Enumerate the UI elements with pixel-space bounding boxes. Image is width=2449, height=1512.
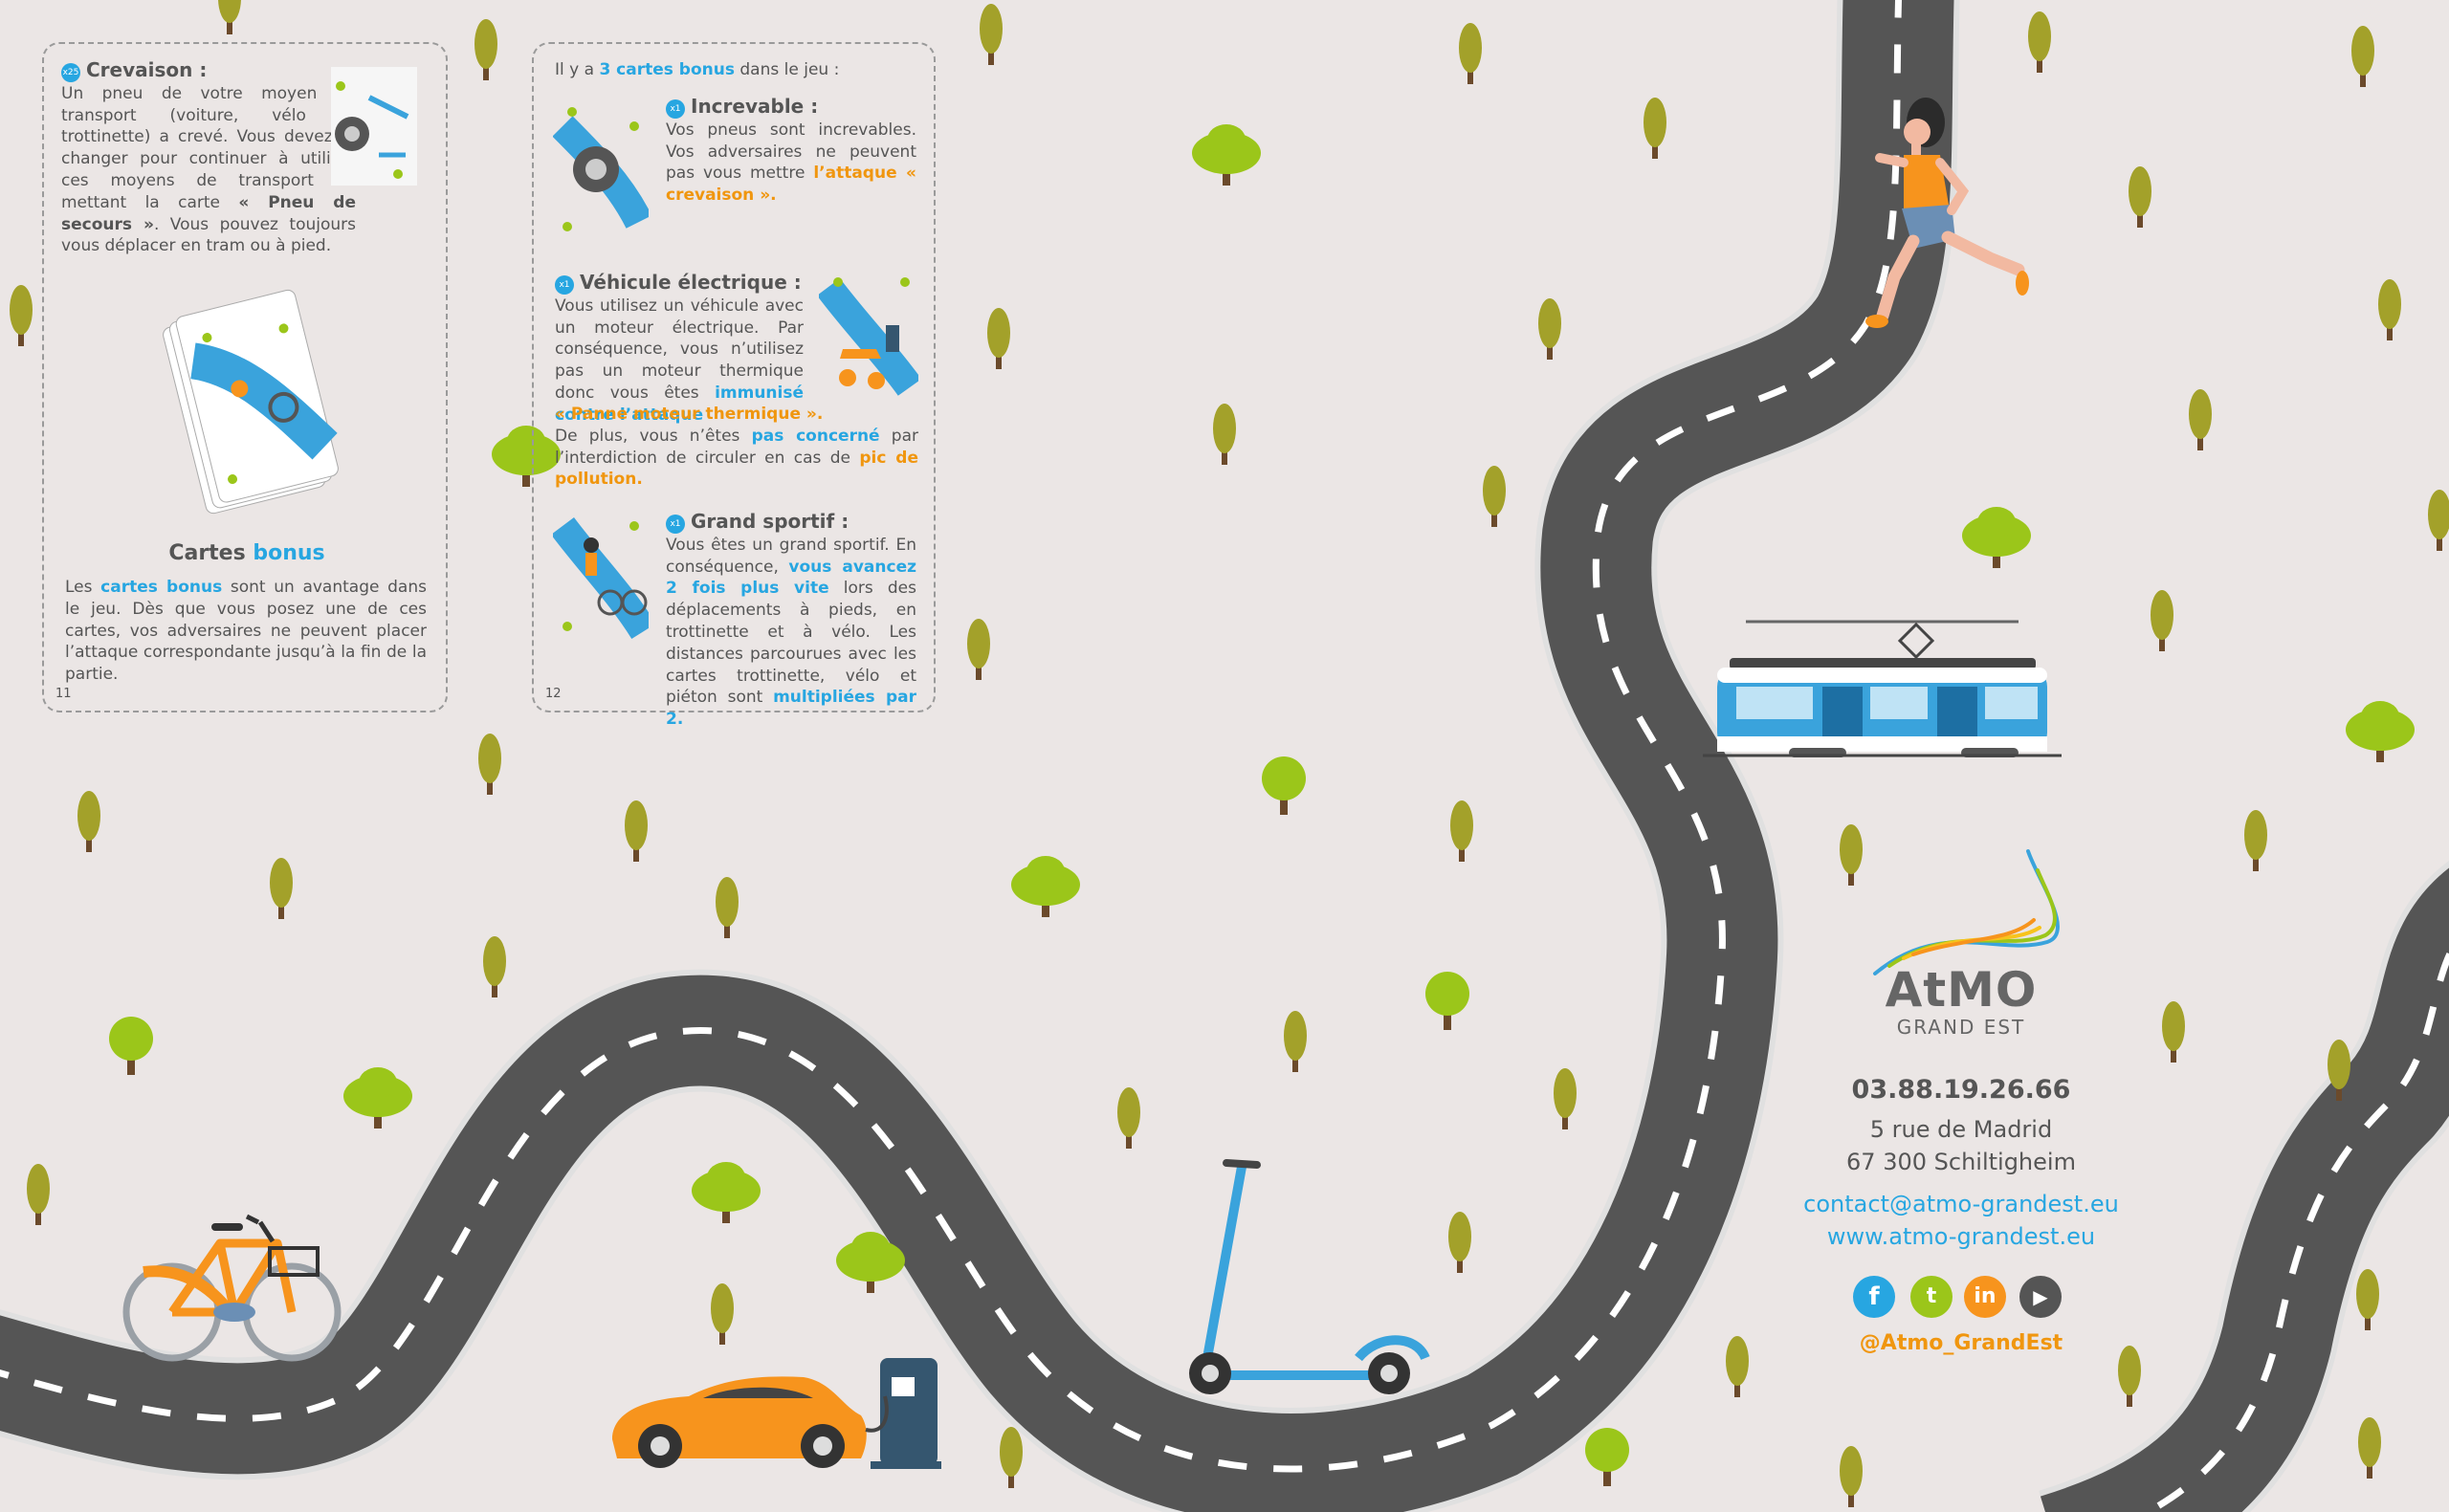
- cartes-bonus-text: Les cartes bonus sont un avantage dans l…: [65, 577, 427, 686]
- kick-scooter-icon: [1189, 1159, 1430, 1394]
- sportif-card-thumbnail: [553, 516, 649, 640]
- crevaison-text-1: Un pneu de votre moyen de transport (voi…: [61, 83, 356, 212]
- intro-text-1: Il y a: [555, 60, 600, 79]
- intro-highlight: 3 cartes bonus: [599, 60, 735, 79]
- youtube-icon[interactable]: ▶: [2019, 1276, 2062, 1318]
- cartes-heading-part: Cartes: [168, 541, 254, 565]
- count-badge: x1: [666, 515, 685, 534]
- sportif-text-1: Vous êtes un grand sportif. En conséquen…: [666, 535, 916, 577]
- email-link[interactable]: contact@atmo-grandest.eu: [1803, 1191, 2119, 1217]
- crevaison-card-thumbnail: [331, 67, 417, 186]
- sportif-highlight: vous avancez 2 fois plus vite: [666, 557, 916, 599]
- crevaison-card-name: « Pneu de secours »: [61, 192, 356, 234]
- increvable-text: Vos pneus sont increvables. Vos adversai…: [666, 120, 916, 184]
- facebook-icon[interactable]: f: [1853, 1276, 1895, 1318]
- crevaison-text-2: . Vous pouvez toujours vous déplacer en …: [61, 214, 356, 256]
- cartes-text-2: sont un avantage dans le jeu. Dès que vo…: [65, 578, 427, 685]
- cartes-text-1: Les: [65, 578, 101, 597]
- address-line-2: 67 300 Schiltigheim: [1846, 1149, 2076, 1175]
- sportif-text-2: lors des déplacements à pieds, en trotti…: [666, 579, 916, 708]
- electric-car-icon: [612, 1358, 941, 1469]
- winding-road: [0, 0, 1960, 1512]
- page-number: 12: [545, 687, 562, 701]
- atmo-logo-swoosh: [1873, 849, 2060, 975]
- vehicule-card-thumbnail: [819, 277, 918, 396]
- address-line-1: 5 rue de Madrid: [1869, 1116, 2053, 1143]
- increvable-card-thumbnail: [553, 107, 649, 231]
- vehicule-text-3: par l’interdiction de circuler en cas de: [555, 426, 918, 468]
- vehicule-highlight-3: pic de pollution.: [555, 448, 918, 490]
- atmo-logo-wordmark: AtMO: [1885, 962, 2038, 1018]
- increvable-title: Increvable :: [691, 95, 819, 118]
- atmo-logo-subtitle: GRAND EST: [1896, 1016, 2026, 1039]
- vehicule-text-2: De plus, vous n’êtes: [555, 426, 752, 446]
- sportif-highlight-2: multipliées par 2.: [666, 688, 916, 730]
- atmo-logo: AtMO GRAND EST: [1865, 964, 2057, 1039]
- bonus-heading-part: bonus: [253, 541, 325, 565]
- increvable-section: x1 Increvable : Vos pneus sont increvable…: [666, 96, 916, 207]
- vehicule-section-head: x1 Véhicule électrique : Vous utilisez un…: [555, 272, 804, 427]
- vehicule-highlight: immunisé contre l’attaque: [555, 383, 804, 425]
- website-link[interactable]: www.atmo-grandest.eu: [1826, 1223, 2096, 1250]
- page-12-panel: Il y a 3 cartes bonus dans le jeu : x1 In…: [532, 42, 936, 729]
- bicycle-icon: [122, 1214, 342, 1362]
- intro-text: Il y a 3 cartes bonus dans le jeu :: [555, 59, 918, 81]
- cartes-bonus-heading: Cartes bonus: [44, 541, 450, 565]
- sportif-section: x1 Grand sportif : Vous êtes un grand spo…: [666, 511, 916, 731]
- crevaison-section: x25 Crevaison : Un pneu de votre moyen de…: [61, 59, 356, 257]
- count-badge: x25: [61, 63, 80, 82]
- increvable-highlight: l’attaque « crevaison ».: [666, 164, 916, 206]
- intro-text-2: dans le jeu :: [734, 60, 840, 79]
- sportif-title: Grand sportif :: [691, 510, 849, 533]
- runner-woman-icon: [1865, 98, 2029, 328]
- tram-icon: [1703, 620, 2062, 757]
- page-number: 11: [55, 687, 72, 701]
- bonus-cards-illustration: [163, 289, 339, 515]
- side-road: [2038, 861, 2449, 1512]
- vehicule-attack-name: « Panne moteur thermique ».: [555, 405, 824, 424]
- page-11-panel: x25 Crevaison : Un pneu de votre moyen de…: [42, 42, 448, 712]
- vehicule-section-body: « Panne moteur thermique ». De plus, vou…: [555, 404, 918, 491]
- vehicule-highlight-2: pas concerné: [751, 426, 880, 446]
- vehicule-title: Véhicule électrique :: [580, 271, 802, 294]
- count-badge: x1: [666, 99, 685, 119]
- linkedin-icon[interactable]: in: [1964, 1276, 2006, 1318]
- crevaison-title: Crevaison :: [86, 58, 208, 81]
- cartes-bonus-highlight: cartes bonus: [100, 578, 223, 597]
- phone-number: 03.88.19.26.66: [1851, 1075, 2071, 1105]
- twitter-icon[interactable]: t: [1910, 1276, 1953, 1318]
- social-handle[interactable]: @Atmo_GrandEst: [1859, 1331, 2063, 1355]
- vehicule-text-1: Vous utilisez un véhicule avec un moteur…: [555, 296, 804, 403]
- count-badge: x1: [555, 275, 574, 295]
